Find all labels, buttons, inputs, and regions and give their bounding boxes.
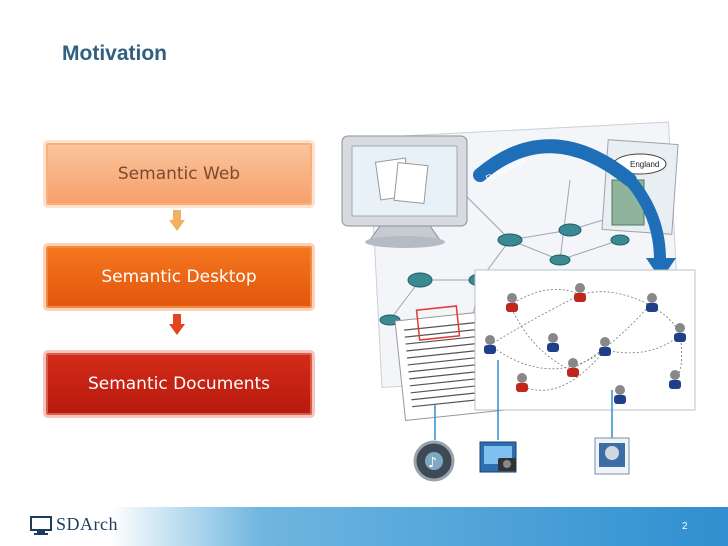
semantic-web-label: Semantic Web [117, 164, 241, 184]
down-arrow-icon [169, 210, 185, 231]
page-number: 2 [682, 521, 688, 532]
document-file-icon [594, 437, 630, 475]
photo-file-icon [479, 441, 517, 473]
svg-text:♪: ♪ [428, 455, 437, 471]
monitor-icon [341, 135, 468, 248]
slide-title: Motivation [62, 42, 167, 65]
down-arrow-icon [169, 314, 185, 335]
map-label: England [630, 160, 659, 169]
logo-icon [30, 515, 52, 535]
music-file-icon: ♪ [413, 440, 455, 482]
semantic-documents-box: Semantic Documents [46, 353, 312, 415]
semantic-desktop-box: Semantic Desktop [46, 246, 312, 308]
footer-bar [0, 507, 728, 546]
semantic-illustration: England Resources [341, 121, 696, 482]
footer-logo: SDArch [30, 514, 118, 535]
semantic-web-box: Semantic Web [46, 143, 312, 205]
semantic-documents-label: Semantic Documents [87, 374, 271, 394]
semantic-desktop-label: Semantic Desktop [101, 267, 257, 287]
people-network-icon [474, 269, 696, 411]
logo-text: SDArch [56, 514, 118, 534]
